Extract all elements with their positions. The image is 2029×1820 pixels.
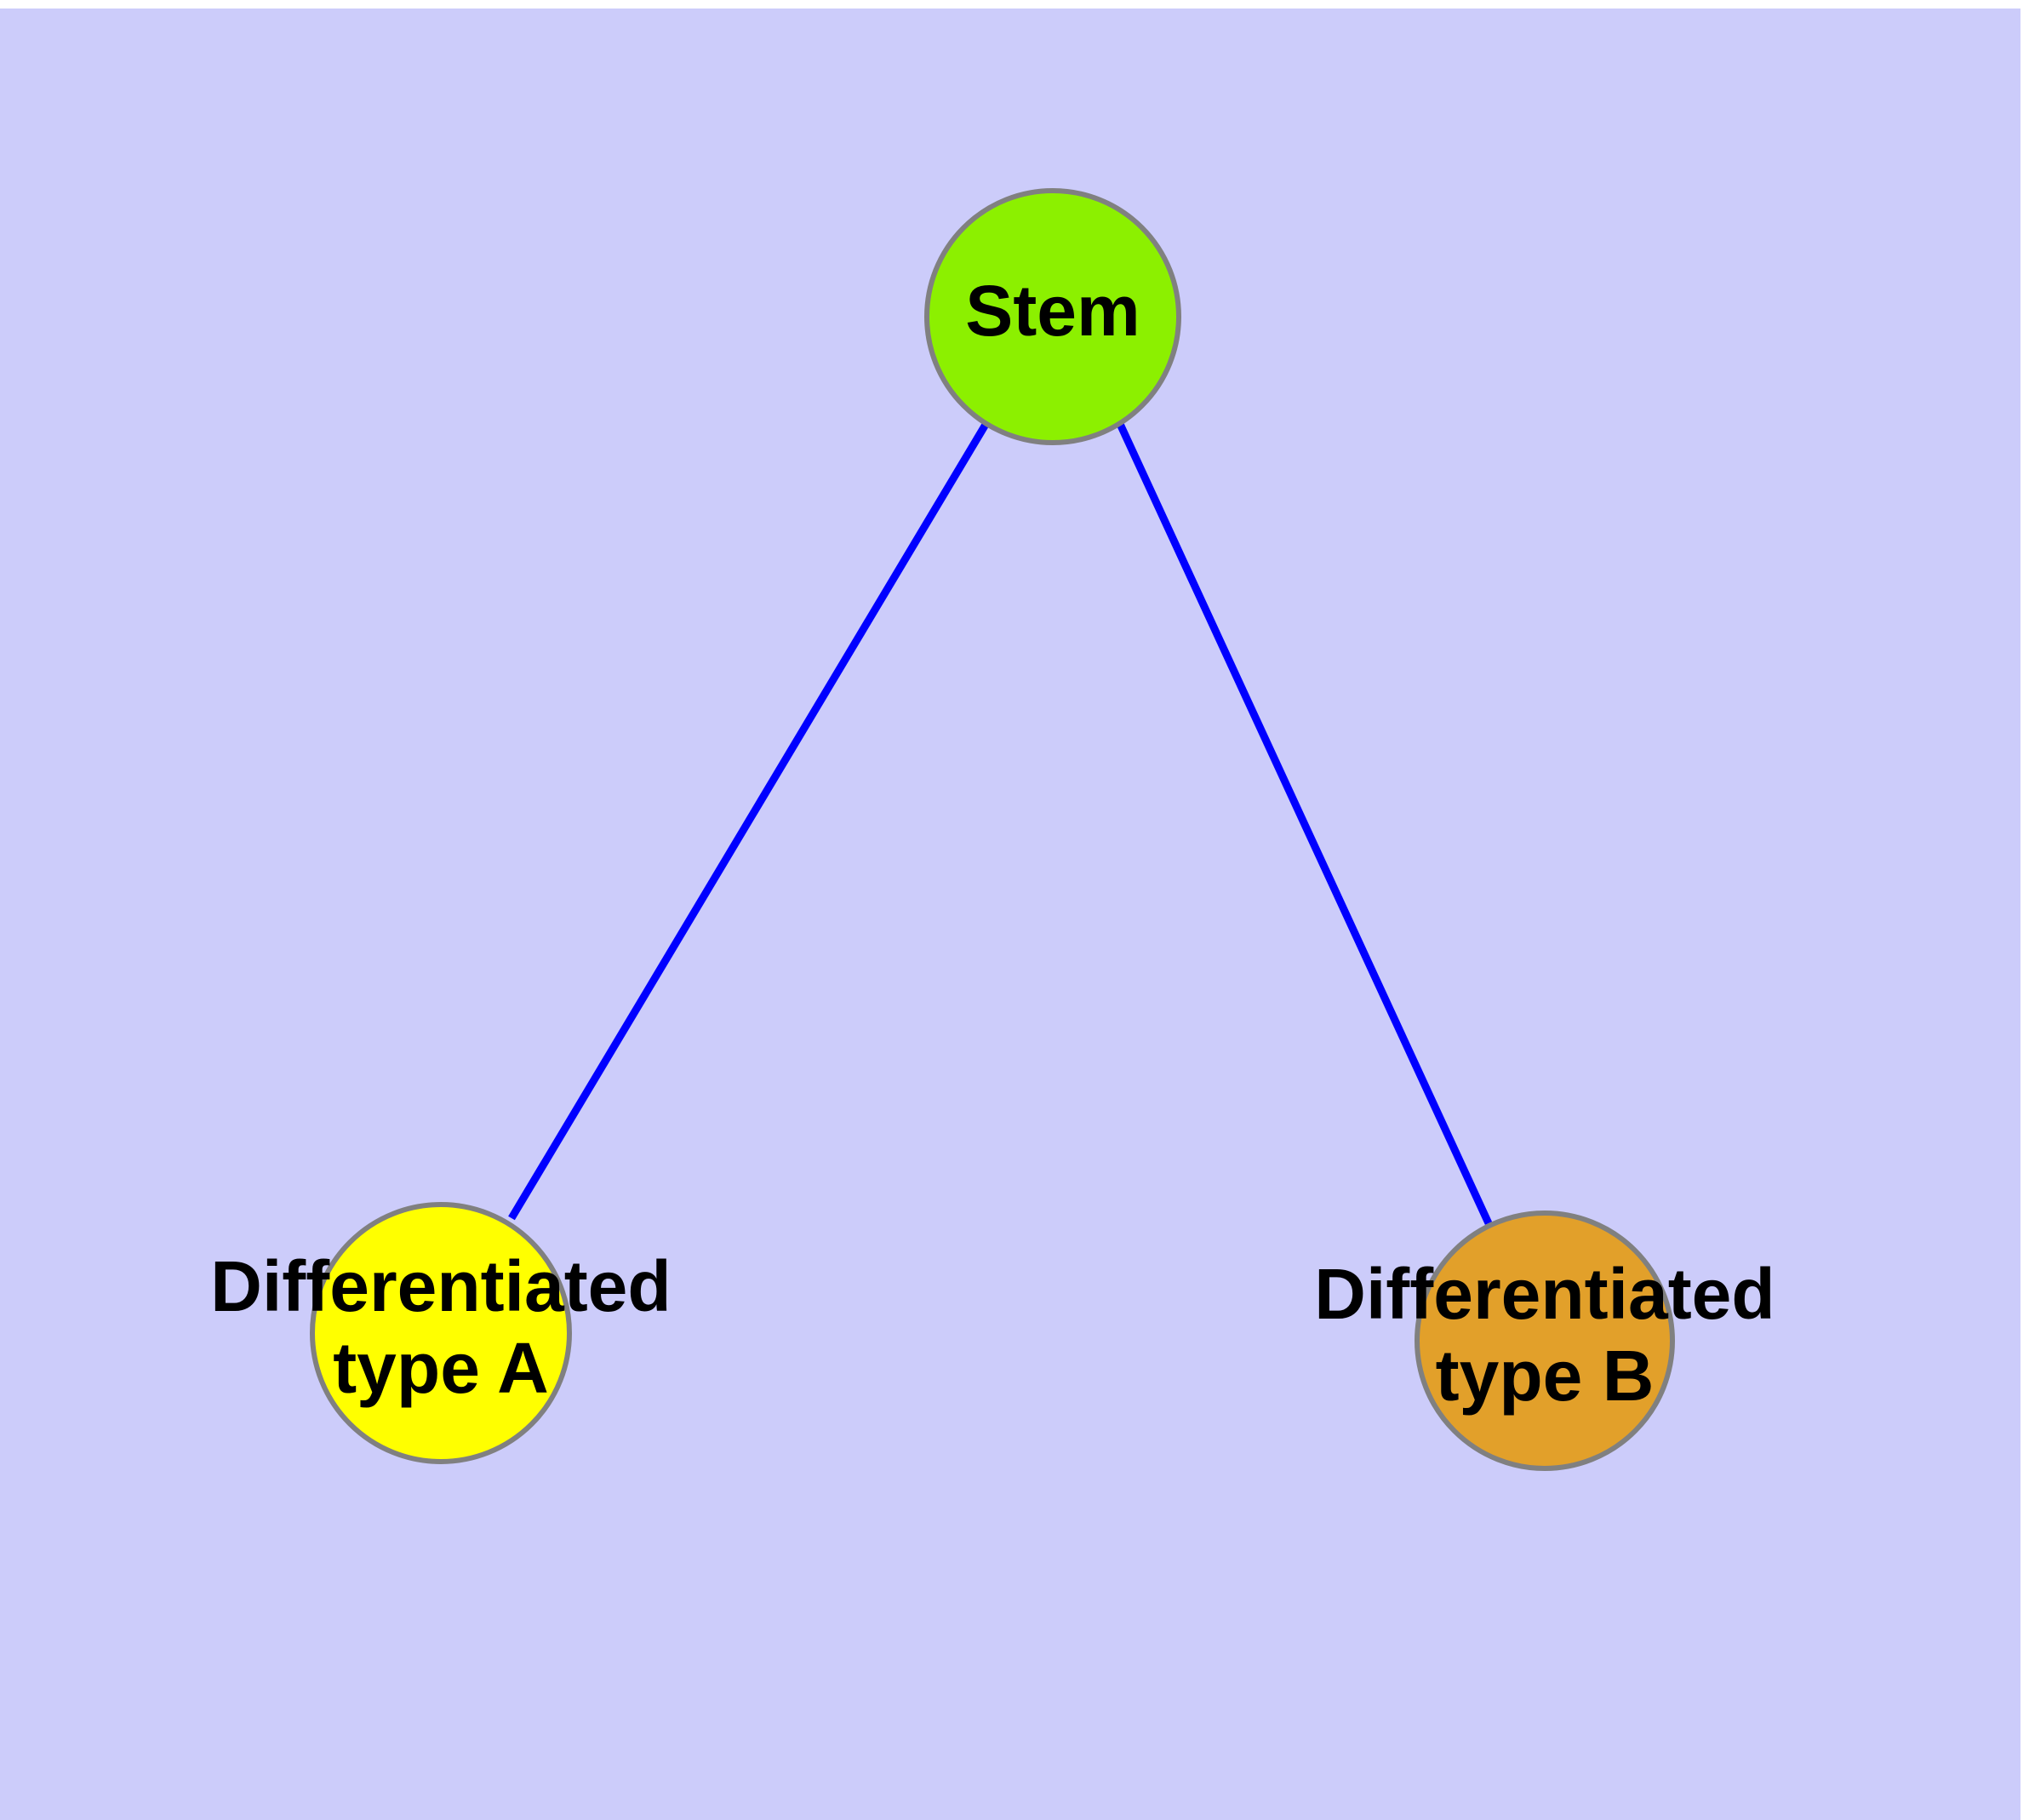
node-label-line: Differentiated [210,1246,671,1326]
node-label-line: Differentiated [1314,1254,1775,1334]
edge-layer [508,421,1493,1225]
graph-node-stem[interactable]: Stem [924,188,1181,445]
node-circle-stem[interactable] [924,188,1181,445]
graph-edge-stem-to-a[interactable] [508,421,990,1221]
node-circle-diff_a[interactable] [310,1202,572,1464]
node-circle-diff_b[interactable] [1415,1210,1675,1471]
graph-edge-stem-to-b[interactable] [1116,422,1493,1225]
node-label-line: type B [1436,1336,1655,1416]
node-label-line: type A [333,1328,549,1408]
node-label-line: Stem [965,271,1140,351]
node-label-stem: Stem [965,271,1140,351]
